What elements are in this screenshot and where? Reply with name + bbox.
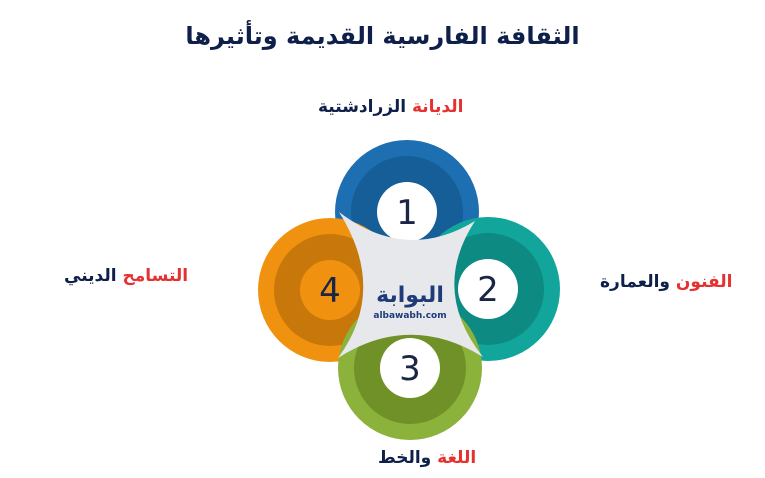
label-1-rest: الزرادشتية (318, 97, 407, 117)
page-title: الثقافة الفارسية القديمة وتأثيرها (185, 22, 580, 50)
label-item-4: التسامح الديني (64, 266, 188, 286)
center-star (338, 212, 483, 358)
logo-latin: albawabh.com (373, 311, 446, 321)
label-4-rest: الديني (64, 266, 117, 286)
label-2-rest: والعمارة (600, 272, 670, 292)
label-4-highlight: التسامح (122, 266, 189, 286)
circle-number-4: 4 (319, 271, 341, 311)
circle-number-1: 1 (396, 193, 418, 233)
label-3-rest: والخط (378, 448, 432, 468)
label-1-highlight: الديانة (411, 97, 464, 117)
label-item-3: اللغة والخط (378, 448, 476, 468)
label-item-1: الديانة الزرادشتية (318, 97, 463, 117)
logo-arabic: البوابة (376, 283, 444, 308)
circle-number-3: 3 (399, 349, 421, 389)
label-item-2: الفنون والعمارة (600, 272, 732, 292)
label-3-highlight: اللغة (437, 448, 477, 468)
label-2-highlight: الفنون (675, 272, 733, 292)
albawaba-logo: البوابة albawabh.com (373, 283, 446, 321)
circle-number-2: 2 (477, 270, 499, 310)
